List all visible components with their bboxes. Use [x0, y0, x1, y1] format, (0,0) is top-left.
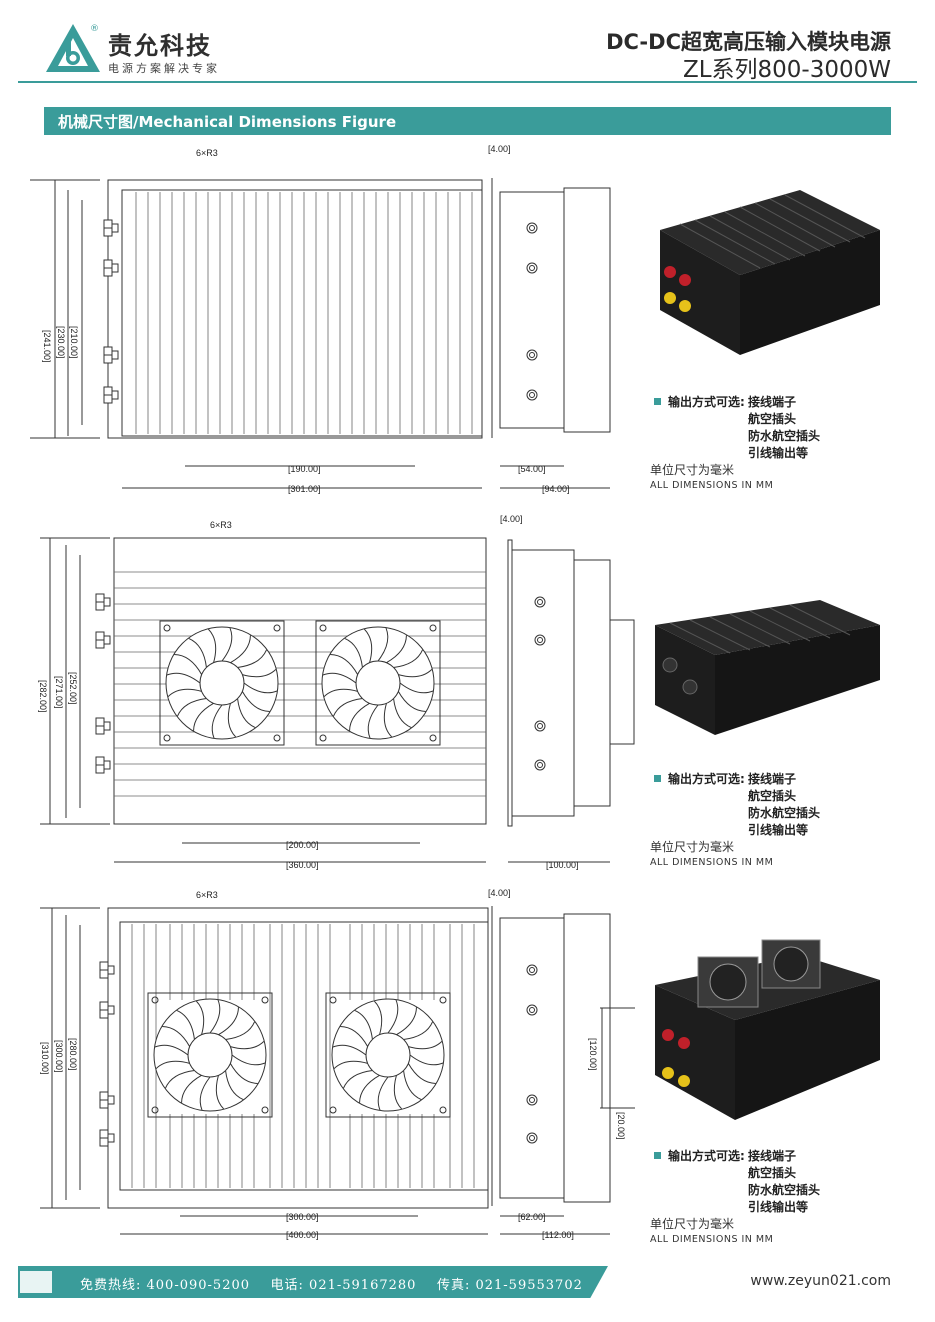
dim-bottom-4: [94.00] — [542, 484, 570, 494]
dim-bottom-2: [301.00] — [288, 484, 321, 494]
dim-side-3-2: [20.00] — [616, 1112, 626, 1140]
units-cn: 单位尺寸为毫米 — [650, 463, 735, 477]
units-en: ALL DIMENSIONS IN MM — [650, 1234, 774, 1245]
dim-top-2: [4.00] — [500, 514, 523, 524]
radius-note-2: 6×R3 — [210, 520, 232, 530]
product-photo-1 — [660, 190, 880, 355]
footer-contacts: 免费热线: 400-090-5200 电话: 021-59167280 传真: … — [80, 1274, 583, 1293]
footer-box — [20, 1271, 52, 1293]
footer-fax: 传真: 021-59553702 — [436, 1278, 583, 1293]
dim-vertical-2-1: [282.00] — [38, 680, 48, 713]
product-title: DC-DC超宽高压输入模块电源 — [606, 30, 891, 54]
header-divider — [18, 81, 917, 83]
units-cn: 单位尺寸为毫米 — [650, 1217, 735, 1231]
output-option-item: 航空插头 — [748, 789, 797, 803]
dim-bottom-3: [54.00] — [518, 464, 546, 474]
product-photo-3 — [655, 939, 880, 1120]
registered-mark: ® — [90, 24, 99, 34]
product-photo-2 — [655, 600, 880, 735]
dim-bottom-3-2: [400.00] — [286, 1230, 319, 1240]
dim-vertical-3-1: [310.00] — [40, 1042, 50, 1075]
radius-note: 6×R3 — [196, 148, 218, 158]
dim-bottom-3-3: [62.00] — [518, 1212, 546, 1222]
footer-phone: 电话: 021-59167280 — [270, 1278, 417, 1293]
output-options-label: 输出方式可选: — [668, 1149, 745, 1163]
output-option-item: 防水航空插头 — [748, 429, 821, 443]
units-en: ALL DIMENSIONS IN MM — [650, 480, 774, 491]
output-options-label: 输出方式可选: — [668, 772, 745, 786]
dim-vertical-2: [230.00] — [56, 326, 66, 359]
output-option-item: 航空插头 — [748, 1166, 797, 1180]
dim-bottom-2-2: [360.00] — [286, 860, 319, 870]
bullet-icon — [654, 1152, 661, 1159]
output-option-item: 航空插头 — [748, 412, 797, 426]
output-options-label: 输出方式可选: — [668, 395, 745, 409]
dim-top: [4.00] — [488, 144, 511, 154]
bullet-icon — [654, 775, 661, 782]
output-option-item: 引线输出等 — [748, 1200, 809, 1214]
section-title: 机械尺寸图/Mechanical Dimensions Figure — [58, 113, 397, 131]
output-option-item: 防水航空插头 — [748, 806, 821, 820]
product-series: ZL系列800-3000W — [682, 57, 891, 83]
dim-vertical-3-2: [300.00] — [54, 1040, 64, 1073]
dim-vertical-2-3: [252.00] — [68, 672, 78, 705]
dim-vertical-1: [241.00] — [42, 330, 52, 363]
dim-bottom-2-3: [100.00] — [546, 860, 579, 870]
output-option-item: 接线端子 — [748, 1149, 797, 1163]
footer-band — [18, 1266, 608, 1298]
output-option-item: 引线输出等 — [748, 823, 809, 837]
section-bar — [44, 107, 891, 135]
dim-bottom-1: [190.00] — [288, 464, 321, 474]
dim-bottom-2-1: [200.00] — [286, 840, 319, 850]
dim-top-3: [4.00] — [488, 888, 511, 898]
company-logo-icon — [44, 22, 102, 74]
dim-vertical-3-3: [280.00] — [68, 1038, 78, 1071]
radius-note-3: 6×R3 — [196, 890, 218, 900]
output-option-item: 接线端子 — [748, 395, 797, 409]
company-slogan: 电源方案解决专家 — [108, 62, 220, 75]
output-option-item: 防水航空插头 — [748, 1183, 821, 1197]
mechanical-drawings: 6×R3 [4.00] [241.00] [230.00] [210.00] [… — [30, 144, 635, 1240]
units-cn: 单位尺寸为毫米 — [650, 840, 735, 854]
dim-bottom-3-1: [300.00] — [286, 1212, 319, 1222]
dim-vertical-2-2: [271.00] — [54, 676, 64, 709]
bullet-icon — [654, 398, 661, 405]
dim-side-3-1: [120.00] — [588, 1038, 598, 1071]
website-link[interactable]: www.zeyun021.com — [750, 1273, 891, 1289]
output-option-item: 引线输出等 — [748, 446, 809, 460]
footer-hotline: 免费热线: 400-090-5200 — [80, 1278, 251, 1293]
units-en: ALL DIMENSIONS IN MM — [650, 857, 774, 868]
dim-vertical-3: [210.00] — [69, 326, 79, 359]
company-name: 责允科技 — [108, 32, 212, 60]
dim-bottom-3-4: [112.00] — [542, 1230, 574, 1240]
output-option-item: 接线端子 — [748, 772, 797, 786]
